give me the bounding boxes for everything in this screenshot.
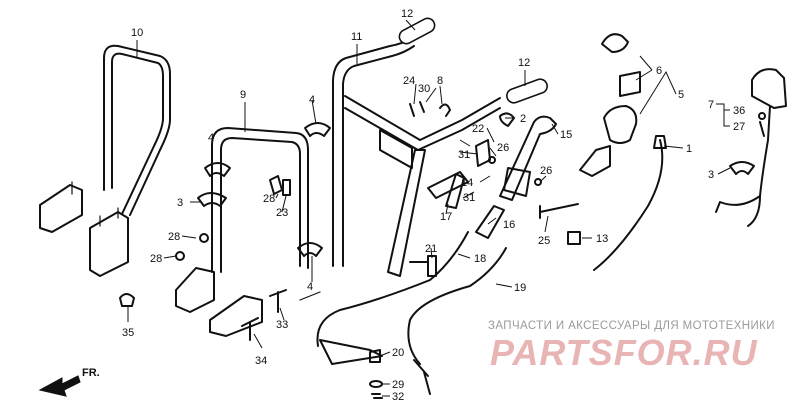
callout-24: 24	[403, 75, 415, 87]
callout-labels: 10 9 11 12 12 24 30 8 4 4 3 28 28 4 35 3…	[122, 8, 745, 403]
cable-clip-3b	[729, 161, 755, 175]
handle-frame-left	[39, 44, 171, 277]
pivot-bolt	[409, 255, 437, 277]
callout-29: 29	[392, 379, 404, 391]
callout-35: 35	[122, 327, 134, 339]
callout-16: 16	[503, 219, 515, 231]
callout-31: 31	[458, 149, 470, 161]
ignition-switch	[579, 33, 641, 177]
callout-2: 2	[520, 113, 526, 125]
grip-upper	[398, 17, 436, 45]
callout-20: 20	[392, 347, 404, 359]
callout-13: 13	[596, 233, 608, 245]
grip-lower	[506, 78, 548, 104]
front-direction-arrow: FR.	[38, 367, 100, 397]
callout-23: 23	[276, 207, 288, 219]
callout-3a: 3	[177, 197, 183, 209]
callout-36: 36	[733, 105, 745, 117]
throttle-cable	[593, 135, 667, 271]
callout-26b: 26	[540, 165, 552, 177]
linkage-arms	[427, 171, 581, 245]
callout-6: 6	[656, 65, 662, 77]
callout-34: 34	[255, 355, 267, 367]
callout-4c: 4	[307, 281, 313, 293]
callout-12b: 12	[518, 57, 530, 69]
callout-18: 18	[474, 253, 486, 265]
callout-19: 19	[514, 282, 526, 294]
callout-32: 32	[392, 391, 404, 403]
clutch-lever	[499, 115, 557, 201]
callout-21: 21	[425, 243, 437, 255]
callout-31b: 31	[463, 192, 475, 204]
watermark-caption: ЗАПЧАСТИ И АКСЕССУАРЫ ДЛЯ МОТОТЕХНИКИ	[488, 320, 775, 332]
handle-frame-right	[175, 127, 321, 337]
callout-27: 27	[733, 121, 745, 133]
bolt-small-parts	[119, 101, 766, 341]
control-cable-19	[407, 247, 507, 395]
callout-7: 7	[708, 99, 714, 111]
handle-bar-main	[332, 37, 501, 277]
cable-clip-4c	[297, 242, 323, 257]
watermark-logo: PARTSFOR.RU	[490, 332, 758, 372]
callout-28b: 28	[150, 253, 162, 265]
callout-28c: 28	[263, 193, 275, 205]
callout-11: 11	[351, 31, 362, 43]
cable-clip-3a	[197, 192, 227, 207]
callout-3b: 3	[708, 169, 714, 181]
callout-4b: 4	[208, 132, 214, 144]
callout-12a: 12	[401, 8, 413, 20]
callout-17: 17	[440, 211, 452, 223]
cable-clip-4a	[304, 122, 331, 137]
callout-26a: 26	[497, 142, 509, 154]
callout-1: 1	[686, 143, 692, 155]
watermark-logo-text: PARTSFOR.RU	[490, 332, 758, 372]
front-direction-label: FR.	[82, 367, 100, 379]
callout-22: 22	[472, 123, 484, 135]
callout-25: 25	[538, 235, 550, 247]
callout-15: 15	[560, 129, 572, 141]
callout-4a: 4	[309, 94, 315, 106]
callout-14: 14	[461, 177, 473, 189]
callout-28a: 28	[168, 231, 180, 243]
callout-10: 10	[131, 27, 143, 39]
control-cable-18	[316, 231, 469, 365]
callout-30: 30	[418, 83, 430, 95]
callout-8: 8	[437, 75, 443, 87]
callout-5: 5	[678, 89, 684, 101]
leader-lines	[127, 19, 731, 397]
cable-clip-4b	[204, 162, 231, 177]
engine-stop-assembly	[715, 68, 787, 227]
callout-9: 9	[240, 89, 246, 101]
callout-33: 33	[276, 319, 288, 331]
